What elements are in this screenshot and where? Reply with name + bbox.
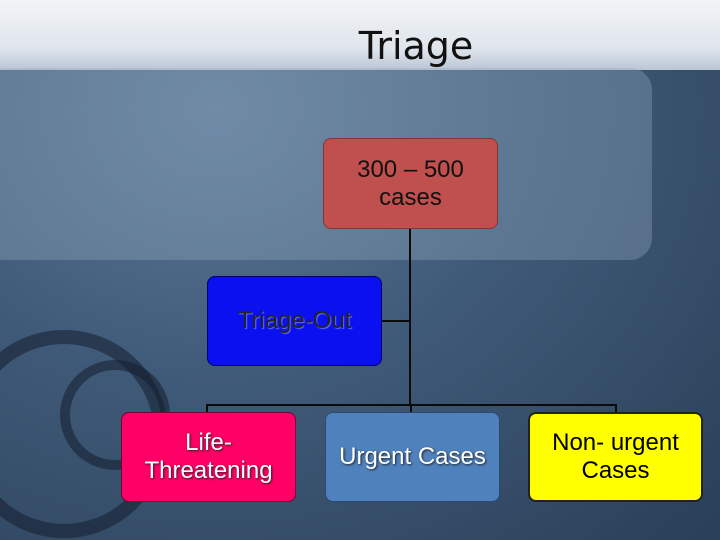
node-urgent-label: Urgent Cases [339,443,486,470]
node-life-threatening: Life-Threatening [121,412,296,502]
header-band [0,0,720,70]
connector-out-branch [382,320,410,322]
node-out-label: Triage-Out [237,307,352,334]
connector-life-drop [206,404,208,413]
slide-title: Triage [358,24,474,68]
connector-root-trunk [409,229,411,405]
connector-nonurgent-drop [615,404,617,413]
node-triage-out: Triage-Out [207,276,382,366]
node-urgent-cases: Urgent Cases [325,412,500,502]
node-root-label: 300 – 500 cases [357,155,464,211]
node-non-urgent-cases: Non- urgent Cases [528,412,703,502]
connector-urgent-drop [410,404,412,413]
node-root-cases: 300 – 500 cases [323,138,498,229]
node-life-label: Life-Threatening [144,429,273,484]
node-nonurgent-label: Non- urgent Cases [552,429,679,484]
